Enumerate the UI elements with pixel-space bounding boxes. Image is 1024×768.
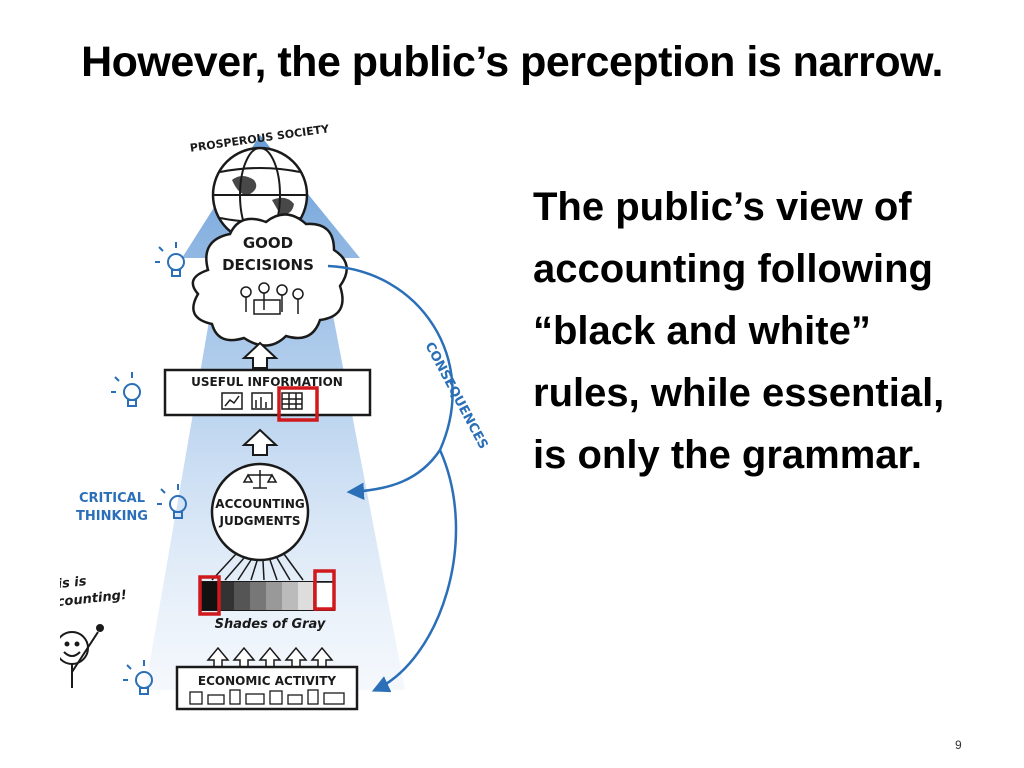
accounting-judgments-circle: ACCOUNTING JUDGMENTS xyxy=(210,462,310,562)
red-highlight-box xyxy=(277,386,319,422)
shades-of-gray-label: Shades of Gray xyxy=(215,617,326,632)
red-highlight-box xyxy=(313,569,336,611)
lightbulb-icon xyxy=(157,484,187,519)
report-icons xyxy=(221,392,303,410)
accounting-judgments-line2: JUDGMENTS xyxy=(218,514,300,528)
consequences-label: CONSEQUENCES xyxy=(421,340,490,452)
lightbulb-icon xyxy=(123,660,153,695)
page-number: 9 xyxy=(955,738,962,752)
accounting-judgments-line1: ACCOUNTING xyxy=(215,497,304,511)
useful-information-box: USEFUL INFORMATION xyxy=(163,368,372,422)
stick-figure-icon xyxy=(60,624,104,688)
people-icon xyxy=(240,282,304,315)
this-is-accounting-line2: Accounting! xyxy=(60,588,128,612)
body-line: “black and white” xyxy=(533,309,871,353)
critical-thinking-line2: THINKING xyxy=(76,509,148,524)
lightbulb-icon xyxy=(155,242,185,277)
body-line: rules, while essential, xyxy=(533,371,945,415)
consequences-arrow xyxy=(371,449,458,693)
body-line: is only the grammar. xyxy=(533,433,923,477)
economic-activity-label: ECONOMIC ACTIVITY xyxy=(198,674,337,688)
this-is-accounting-line1: This is xyxy=(60,574,87,594)
lightbulb-icon xyxy=(111,372,141,407)
city-icons xyxy=(189,689,345,705)
up-arrow-icon xyxy=(241,428,279,456)
critical-thinking-line1: CRITICAL xyxy=(79,491,145,506)
body-line: accounting following xyxy=(533,247,933,291)
red-highlight-box xyxy=(198,575,221,616)
up-arrow-icon xyxy=(241,341,279,369)
slide-body-text: The public’s view of accounting followin… xyxy=(533,176,1003,486)
economic-activity-box: ECONOMIC ACTIVITY xyxy=(175,665,359,711)
consequences-arrow xyxy=(327,264,454,501)
body-line: The public’s view of xyxy=(533,185,912,229)
accounting-pyramid-diagram: PROSPEROUS SOCIETY GOOD DECISIONS USEFUL… xyxy=(60,122,491,711)
good-decisions-line1: GOOD xyxy=(243,234,293,252)
useful-information-label: USEFUL INFORMATION xyxy=(191,375,343,389)
up-arrows-row xyxy=(206,646,334,669)
good-decisions-cloud: GOOD DECISIONS xyxy=(191,213,348,347)
good-decisions-line2: DECISIONS xyxy=(222,256,314,274)
shades-of-gray-bar xyxy=(198,569,336,616)
balance-scale-icon xyxy=(242,470,278,489)
slide-title: However, the public’s perception is narr… xyxy=(81,38,943,86)
